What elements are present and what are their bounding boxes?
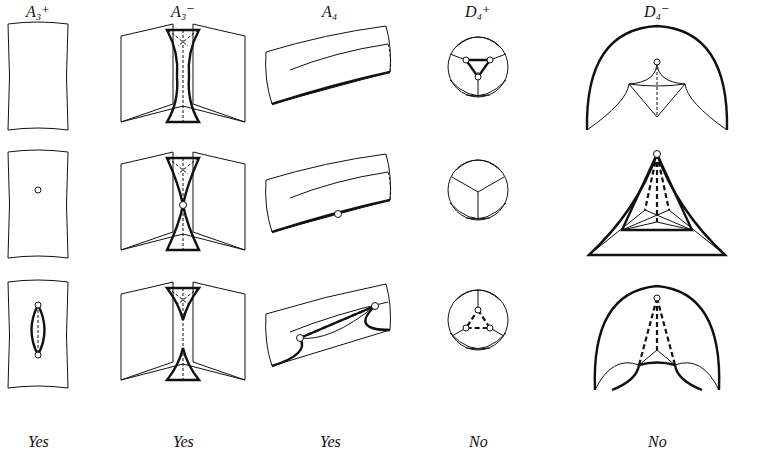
column-heading: A₃⁻ <box>171 4 195 20</box>
a4-row2 <box>266 154 391 232</box>
a3plus-row1 <box>8 22 68 130</box>
a3plus-row3 <box>8 280 68 388</box>
d4minus-row3 <box>595 286 719 390</box>
d4minus-row2 <box>589 151 725 256</box>
verdict-label: No <box>648 434 667 450</box>
column-heading: A₄ <box>322 4 337 20</box>
verdict-label: Yes <box>28 434 49 450</box>
d4plus-row1 <box>448 37 508 97</box>
verdict-label: Yes <box>173 434 194 450</box>
d4plus-row3 <box>448 290 508 350</box>
d4minus-row1 <box>587 26 727 130</box>
a4-row1 <box>266 26 391 104</box>
a4-row3 <box>266 284 391 366</box>
column-heading: A₃⁺ <box>26 4 50 20</box>
a3minus-row2 <box>121 152 245 250</box>
column-heading: D₄⁻ <box>644 4 670 20</box>
a3minus-row1 <box>121 24 245 122</box>
d4plus-row2 <box>448 160 508 220</box>
a3minus-row3 <box>121 282 245 380</box>
verdict-label: No <box>469 434 488 450</box>
column-heading: D₄⁺ <box>465 4 491 20</box>
verdict-label: Yes <box>320 434 341 450</box>
a3plus-row2 <box>8 150 68 258</box>
